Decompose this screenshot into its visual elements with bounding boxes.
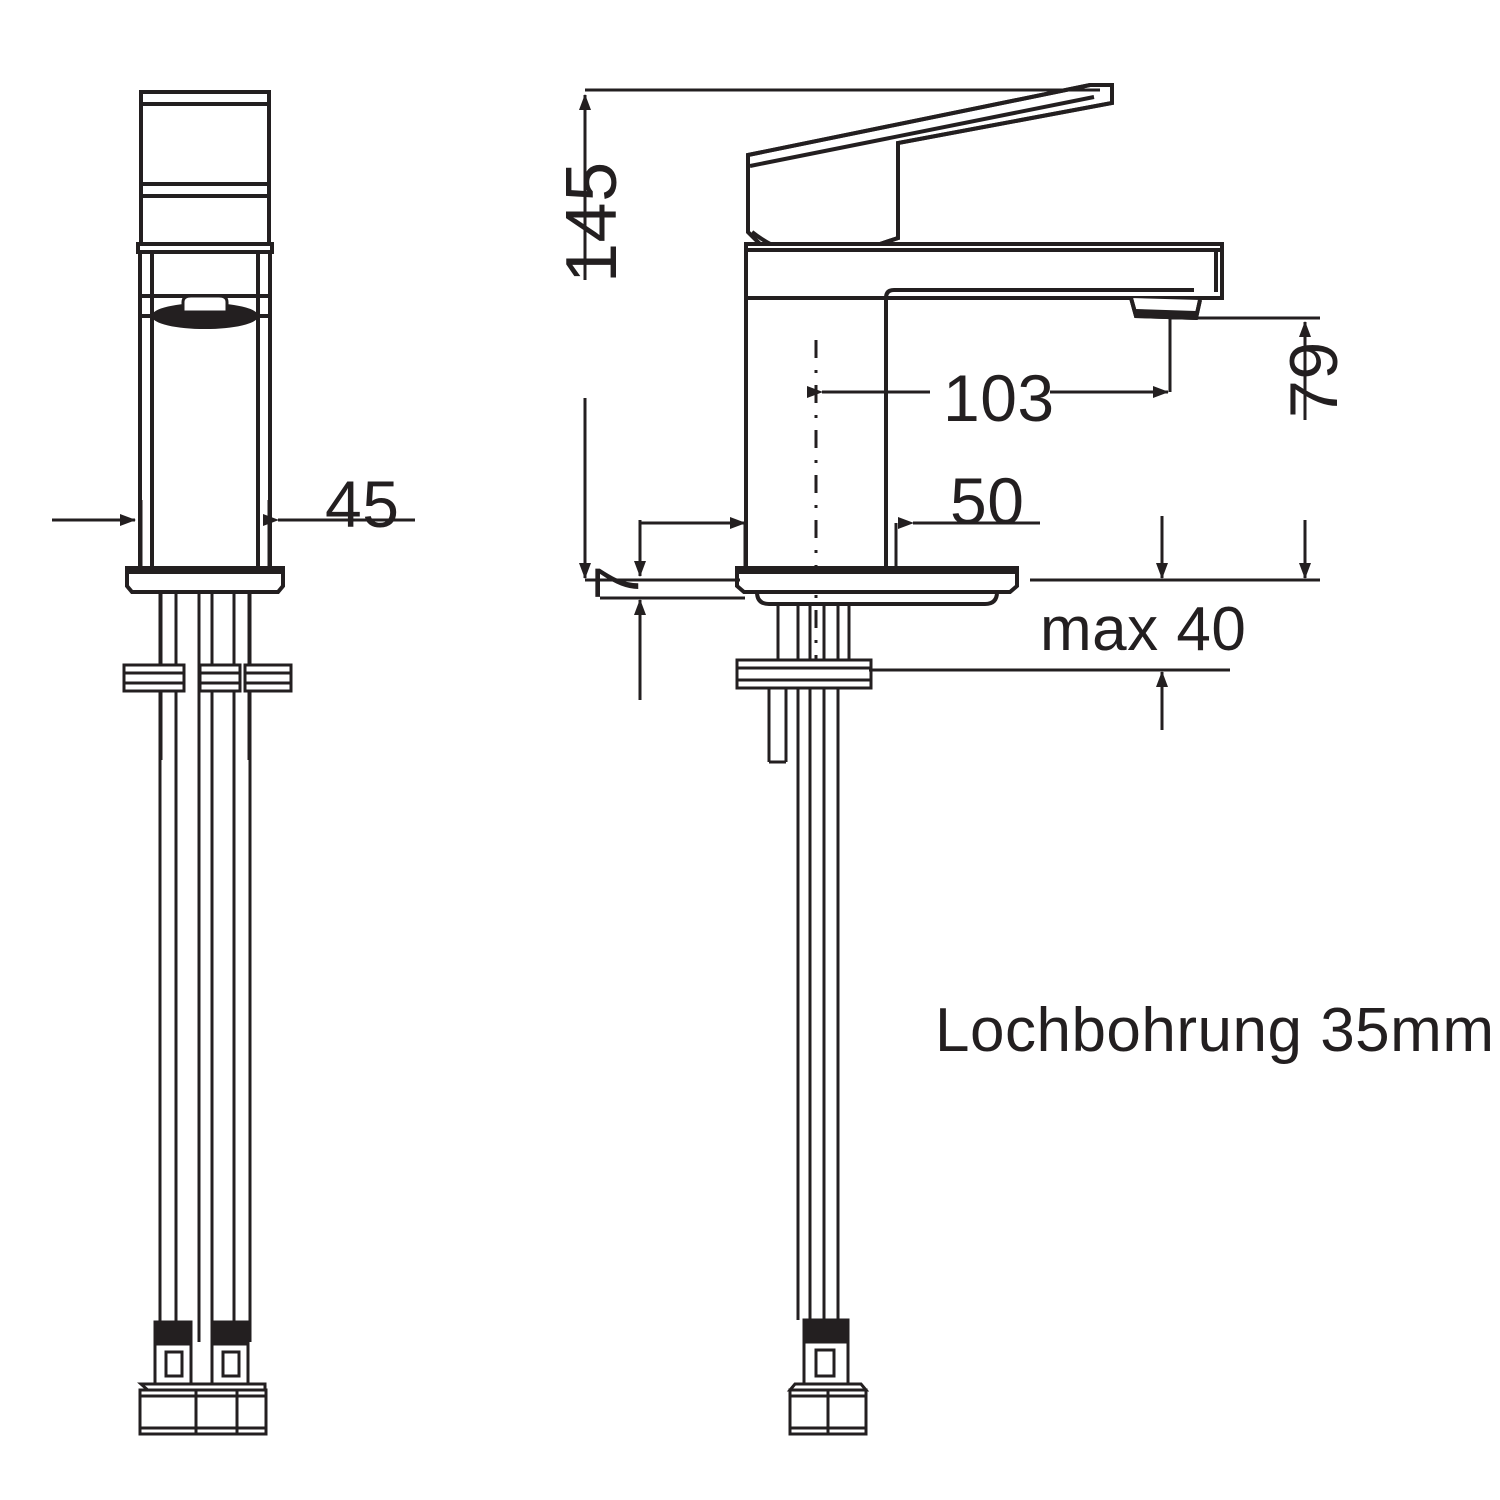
side-view-body bbox=[744, 242, 1224, 572]
side-view-supply-assembly bbox=[776, 604, 851, 1320]
dimension-label-spout-height: 79 bbox=[1276, 341, 1352, 418]
front-view-geometry bbox=[136, 90, 274, 570]
dim-103 bbox=[807, 318, 1172, 398]
side-view-hose-fitting bbox=[786, 1318, 870, 1436]
front-view-base-plate bbox=[125, 566, 285, 594]
note-hole-drilling: Lochbohrung 35mm bbox=[935, 996, 1495, 1065]
dim-45 bbox=[52, 500, 415, 572]
dim-145 bbox=[579, 88, 1100, 582]
dimension-label-width: 45 bbox=[325, 467, 400, 541]
dimension-label-depth: 50 bbox=[950, 464, 1025, 538]
front-view-supply-assembly bbox=[158, 592, 252, 1342]
dim-50 bbox=[640, 517, 1040, 572]
dimension-label-max-deck: max 40 bbox=[1040, 595, 1247, 664]
dimension-label-height: 145 bbox=[552, 161, 632, 283]
dim-7 bbox=[600, 520, 745, 700]
dim-79 bbox=[1030, 316, 1320, 582]
dimension-label-deck-thickness: 7 bbox=[583, 565, 652, 600]
front-view-mounting-bracket bbox=[122, 663, 293, 693]
dimension-label-spout-projection: 103 bbox=[943, 361, 1055, 435]
side-view-base-plate bbox=[735, 566, 1019, 606]
front-view-hose-fittings bbox=[137, 1320, 268, 1436]
side-view-mounting-bracket bbox=[735, 658, 873, 764]
dim-max40 bbox=[869, 516, 1230, 730]
side-view-lever bbox=[746, 83, 1114, 256]
